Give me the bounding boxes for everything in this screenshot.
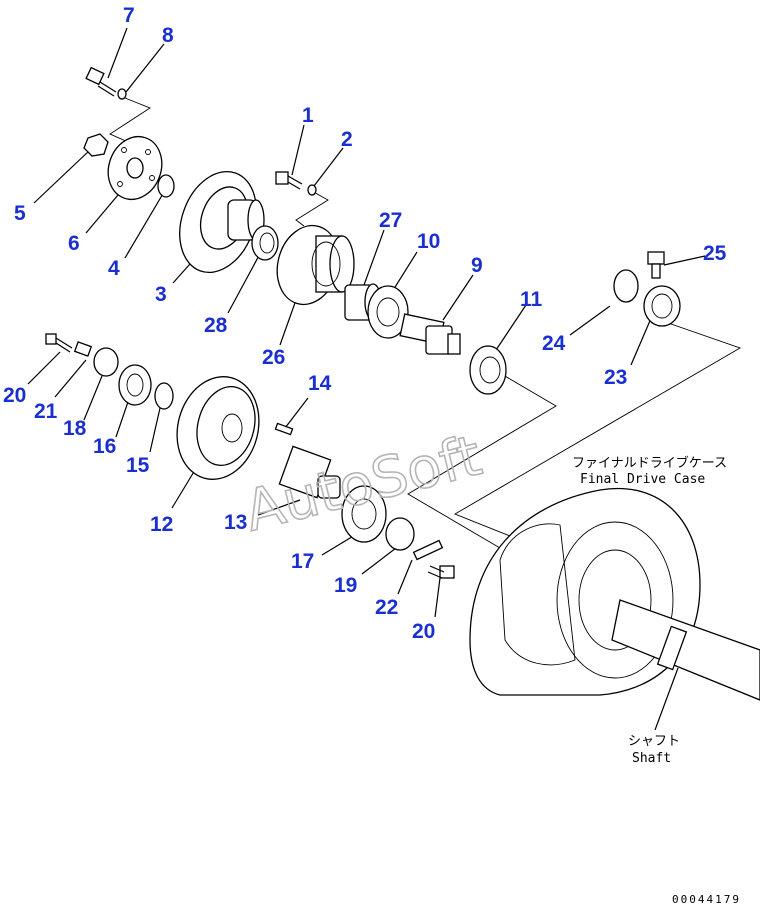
gear-12-icon xyxy=(176,376,260,480)
callout-11: 11 xyxy=(520,288,543,311)
callout-17: 17 xyxy=(291,550,314,573)
callout-19: 19 xyxy=(334,574,357,597)
callout-13: 13 xyxy=(224,511,247,534)
callout-22: 22 xyxy=(375,596,398,619)
callout-8: 8 xyxy=(162,24,174,47)
final-drive-case-label-jp: ファイナルドライブケース xyxy=(572,455,727,471)
splined-shaft-9-icon xyxy=(399,313,461,355)
bearing-10-icon xyxy=(367,285,409,339)
carrier-3-icon xyxy=(179,170,265,274)
bearing-17-icon xyxy=(341,485,387,543)
pin-14-icon xyxy=(274,422,294,436)
plate-18-icon xyxy=(93,347,119,377)
lock-plate-21-icon xyxy=(73,341,93,357)
bolt-20-left-icon xyxy=(45,333,73,353)
bolt-25-icon xyxy=(647,251,665,279)
callout-1: 1 xyxy=(302,104,314,127)
bolt-20-right-icon xyxy=(427,565,455,579)
callout-25: 25 xyxy=(703,242,727,265)
shaft-label-jp: シャフト xyxy=(628,734,680,749)
bearing-16-icon xyxy=(118,364,152,406)
callout-12: 12 xyxy=(150,513,173,536)
washer-8-icon xyxy=(117,88,127,100)
callout-3: 3 xyxy=(155,283,167,306)
callout-6: 6 xyxy=(68,232,80,255)
callout-9: 9 xyxy=(471,254,483,277)
hub-26-icon xyxy=(276,224,355,306)
leader-lines xyxy=(27,27,742,731)
bolt-1-icon xyxy=(275,171,303,190)
plate-19-icon xyxy=(385,517,415,551)
callout-7: 7 xyxy=(123,4,135,27)
callout-14: 14 xyxy=(308,372,332,395)
callout-26: 26 xyxy=(262,346,285,369)
part-drawings xyxy=(45,66,760,701)
callout-18: 18 xyxy=(63,417,87,440)
shaft-icon xyxy=(611,599,760,701)
final-drive-case-label-en: Final Drive Case xyxy=(580,472,705,487)
callout-27: 27 xyxy=(379,209,402,232)
snap-ring-24-icon xyxy=(613,269,639,303)
callout-numbers: 7 8 1 2 5 6 4 3 28 27 10 9 26 11 25 24 2… xyxy=(3,4,727,643)
bolt-7-icon xyxy=(85,66,117,97)
callout-20-right: 20 xyxy=(412,620,435,643)
washer-15-icon xyxy=(154,382,174,410)
callout-24: 24 xyxy=(542,332,566,355)
callout-5: 5 xyxy=(14,202,26,225)
drawing-code: 00044179 xyxy=(672,893,741,906)
callout-23: 23 xyxy=(604,366,627,389)
callout-15: 15 xyxy=(126,454,150,477)
callout-10: 10 xyxy=(417,230,440,253)
nut-5-icon xyxy=(83,133,109,157)
ring-4-icon xyxy=(157,174,175,198)
callout-4: 4 xyxy=(108,257,120,280)
seal-28-icon xyxy=(251,225,279,261)
washer-2-icon xyxy=(307,184,317,196)
bearing-11-icon xyxy=(469,345,507,395)
shaft-label-en: Shaft xyxy=(632,751,671,766)
callout-20-left: 20 xyxy=(3,384,26,407)
ring-nut-23-icon xyxy=(643,285,681,327)
callout-16: 16 xyxy=(93,435,116,458)
callout-21: 21 xyxy=(34,400,58,423)
callout-2: 2 xyxy=(341,128,353,151)
callout-28: 28 xyxy=(204,314,228,337)
plate-6-icon xyxy=(107,135,163,201)
planet-shaft-13-icon xyxy=(278,445,341,499)
lock-plate-22-icon xyxy=(412,539,444,561)
